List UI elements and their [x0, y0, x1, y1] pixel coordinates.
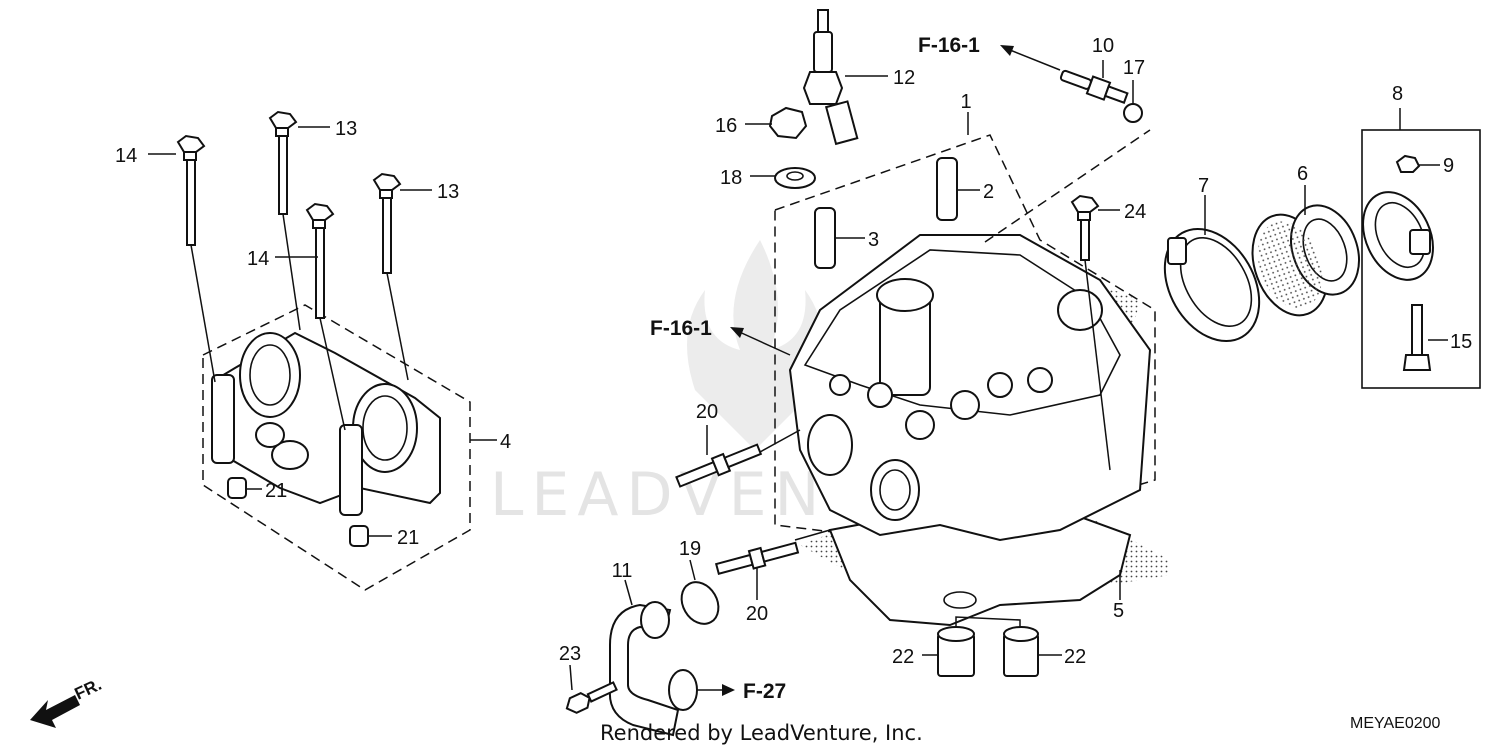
- callout-15: 15: [1450, 331, 1472, 353]
- camshaft-holder-group: [176, 110, 471, 591]
- cylinder-head-group: [565, 9, 1170, 737]
- bolt-14-center: [305, 202, 335, 319]
- dowel-21-a: [227, 477, 247, 499]
- hose-end: [668, 669, 698, 711]
- callout-17: 17: [1123, 57, 1145, 79]
- insulator-6: [1251, 204, 1360, 317]
- callout-14-a: 14: [115, 145, 137, 167]
- callout-4: 4: [500, 431, 511, 453]
- callout-5: 5: [1113, 600, 1124, 622]
- elbow-hose-11: [608, 603, 680, 737]
- bolt-13-left: [268, 110, 298, 215]
- stud-20-upper: [675, 443, 763, 488]
- o-ring-19: [680, 581, 720, 625]
- callout-11: 11: [612, 560, 633, 582]
- stud-20-lower: [714, 541, 800, 575]
- callout-8: 8: [1392, 83, 1403, 105]
- dowel-22-a: [937, 626, 975, 677]
- dowel-21-b: [349, 525, 369, 547]
- group-outline-8: [1361, 129, 1481, 389]
- callout-7: 7: [1198, 175, 1209, 197]
- front-arrow-icon: [30, 695, 80, 728]
- callout-22-b: 22: [1064, 646, 1086, 668]
- group-outline-1: [774, 134, 1156, 546]
- callout-13-a: 13: [335, 118, 357, 140]
- dowel-22-b: [1003, 626, 1039, 677]
- callout-14-b: 14: [247, 248, 269, 270]
- callout-24: 24: [1124, 201, 1146, 223]
- bolt-10: [1059, 69, 1129, 104]
- callout-9: 9: [1443, 155, 1454, 177]
- ref-f16-1-top[interactable]: F-16-1: [918, 34, 980, 57]
- bolt-14-left: [176, 134, 206, 246]
- clamp-band-8: [1362, 191, 1434, 281]
- holder-post-1: [211, 374, 235, 464]
- diagram-code: MEYAE0200: [1350, 715, 1441, 732]
- bolt-23: [565, 681, 618, 714]
- flange-nut-16: [768, 106, 808, 140]
- ref-f27[interactable]: F-27: [743, 680, 786, 703]
- callout-1: 1: [960, 91, 971, 113]
- intake-port-left: [870, 459, 920, 521]
- nut-9: [1395, 154, 1421, 173]
- bolt-24: [1070, 194, 1100, 261]
- callout-labels: 1 2 3 4 5 6 7 8 9 10 11 12 13 13 14 14 1…: [115, 35, 1472, 668]
- callout-10: 10: [1092, 35, 1114, 57]
- callout-2: 2: [983, 181, 994, 203]
- holder-post-2: [339, 424, 363, 516]
- callout-21-b: 21: [397, 527, 419, 549]
- callout-20-b: 20: [746, 603, 768, 625]
- leader-lines: [148, 45, 1448, 691]
- screw-15: [1402, 304, 1432, 371]
- callout-12: 12: [893, 67, 915, 89]
- front-direction-indicator: FR.: [30, 675, 105, 728]
- valve-guide-3: [814, 207, 836, 269]
- valve-guide-2: [936, 157, 958, 221]
- bolt-13-right: [372, 172, 402, 274]
- callout-3: 3: [868, 229, 879, 251]
- callout-6: 6: [1297, 163, 1308, 185]
- exhaust-port: [807, 414, 853, 476]
- washer-18: [774, 167, 816, 189]
- callout-21-a: 21: [265, 480, 287, 502]
- callout-22-a: 22: [892, 646, 914, 668]
- group-outline-4: [202, 304, 471, 591]
- callout-16: 16: [715, 115, 737, 137]
- washer-17: [1123, 103, 1143, 123]
- ref-f16-1-left[interactable]: F-16-1: [650, 317, 712, 340]
- spark-plug: [802, 9, 859, 146]
- intake-group: [984, 108, 1481, 389]
- callout-17-18: 18: [720, 167, 742, 189]
- callout-23: 23: [559, 643, 581, 665]
- callout-20-a: 20: [696, 401, 718, 423]
- render-credit: Rendered by LeadVenture, Inc.: [600, 721, 923, 745]
- callout-13-b: 13: [437, 181, 459, 203]
- callout-19: 19: [679, 538, 701, 560]
